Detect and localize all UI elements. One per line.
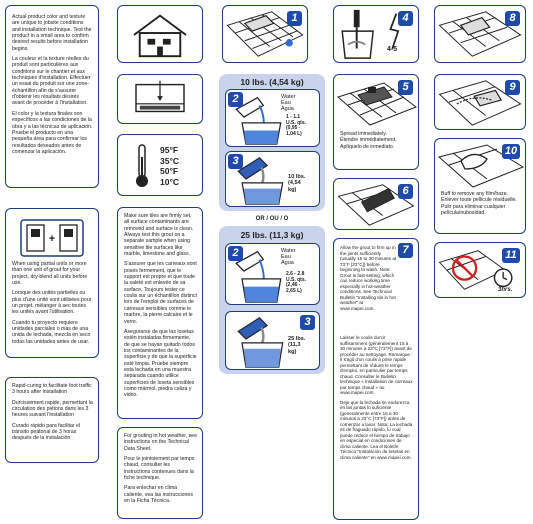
- step-1-dampen: 1: [222, 5, 308, 63]
- step-6-number: 6: [398, 184, 413, 199]
- note-fr: La couleur et la texture réelles du prod…: [12, 56, 91, 107]
- step-10-number: 10: [502, 144, 520, 159]
- cloth-buff-icon: [437, 144, 525, 188]
- note-es: El color y la textura finales son especí…: [12, 110, 93, 155]
- spread-es: Aplíquelo de inmediato.: [340, 143, 395, 150]
- float-spread-icon: [336, 82, 418, 126]
- step-9-wash-diagonal: 9: [434, 74, 526, 130]
- powder-pour-icon: [237, 157, 284, 205]
- spread-fr: Étendre immédiatement.: [340, 137, 397, 144]
- level-floor-box: [117, 74, 203, 124]
- surface-en: Make sure tiles are firmly set, all surf…: [124, 213, 194, 258]
- note-en: Actual product color and texture are uni…: [12, 14, 92, 52]
- step-5-spread: 5 Spread immediately. Étendre immédiatem…: [333, 74, 419, 170]
- water-pour-icon: [235, 250, 282, 303]
- traffic-note: Rapid-curing to facilitate foot traffic …: [5, 377, 99, 463]
- surface-es: Asegurarse de que las losetas estén inst…: [124, 328, 197, 399]
- temperature-range: 95°F 35°C 50°F 10°C: [160, 145, 179, 187]
- color-texture-note: Actual product color and texture are uni…: [5, 5, 99, 188]
- units-blend-icon: +: [20, 219, 84, 257]
- or-label: OR / OU / O: [255, 216, 289, 222]
- step-10-buff: 10 Buff to remove any film/haze. Enlever…: [434, 138, 526, 234]
- hot-fr: Pour le jointoiement par temps chaud, co…: [124, 456, 195, 482]
- buff-fr: Enlever toute pellicule résiduelle.: [441, 197, 517, 204]
- powder-pour-icon: [237, 317, 284, 368]
- hot-es: Para enlechar en clima caliente, vea las…: [124, 485, 193, 505]
- sponge-tile-icon: [226, 11, 304, 57]
- level-floor-icon: [135, 80, 185, 113]
- spread-en: Spread immediately.: [340, 131, 387, 137]
- float-diagonal-icon: [337, 184, 415, 226]
- large-bag-size: 25 lbs. (11,3 kg): [240, 230, 304, 240]
- step-1-number: 1: [287, 11, 302, 26]
- firm-es: Deje que la lechada se endurezca en las …: [340, 399, 413, 460]
- units-en: When using partial units or more than on…: [12, 261, 88, 287]
- step-7-firm-up: 7 Allow the grout to firm up in the join…: [333, 238, 419, 520]
- step-11-cure: 11 3hrs.: [434, 242, 526, 298]
- firm-fr: Laisser le coulis durcir suffisamment (g…: [340, 335, 413, 395]
- step-2-number: 2: [228, 92, 243, 107]
- step-9-number: 9: [505, 80, 520, 95]
- step-2-number: 2: [228, 246, 243, 261]
- sponge-wash-icon: [438, 11, 522, 57]
- step-3-number: 3: [300, 315, 315, 330]
- step-5-number: 5: [398, 80, 413, 95]
- small-bag-size: 10 lbs. (4,54 kg): [240, 77, 304, 87]
- temperature-box: 95°F 35°C 50°F 10°C: [117, 134, 203, 196]
- units-es: Cuando tu proyecto requiere unidades par…: [12, 319, 91, 345]
- svg-text:+: +: [49, 233, 55, 245]
- surface-fr: S'assurer que les carreaux sont posés fe…: [124, 261, 197, 325]
- firm-en: Allow the grout to firm up in the joints…: [340, 245, 397, 311]
- traffic-es: Curado rápido para facilitar el tránsito…: [12, 422, 81, 442]
- cure-time: 3hrs.: [498, 287, 513, 293]
- traffic-fr: Durcissement rapide, permettant la circu…: [12, 399, 93, 419]
- house-icon-box: [117, 5, 203, 63]
- thermometer-icon: [136, 144, 148, 187]
- step-8-wash: 8: [434, 5, 526, 63]
- hot-en: For grouting in hot weather, see instruc…: [124, 433, 197, 452]
- step-6-strike: 6: [333, 178, 419, 230]
- buff-es: Pulir para eliminar cualquier película/n…: [441, 203, 506, 217]
- traffic-en: Rapid-curing to facilitate foot traffic …: [12, 383, 92, 396]
- no-traffic-icon: [438, 250, 513, 290]
- step-3-number: 3: [228, 154, 243, 169]
- sponge-diagonal-icon: [438, 80, 522, 126]
- step-4-number: 4: [398, 11, 413, 26]
- mix-time: 4-5: [387, 46, 398, 53]
- surface-prep-note: Make sure tiles are firmly set, all surf…: [117, 207, 203, 419]
- step-7-number: 7: [398, 243, 413, 258]
- buff-en: Buff to remove any film/haze.: [441, 191, 509, 197]
- water-pour-icon: [235, 96, 282, 145]
- hot-weather-note: For grouting in hot weather, see instruc…: [117, 427, 203, 519]
- units-fr: Lorsque des unités partielles ou plus d'…: [12, 290, 92, 316]
- step-11-number: 11: [502, 248, 520, 263]
- step-8-number: 8: [505, 11, 520, 26]
- dry-blend-note: + When using partial units or more than …: [5, 208, 99, 358]
- house-icon: [133, 14, 187, 58]
- mixer-bucket-icon: [341, 9, 400, 59]
- step-4-mix: 4 4-5: [333, 5, 419, 63]
